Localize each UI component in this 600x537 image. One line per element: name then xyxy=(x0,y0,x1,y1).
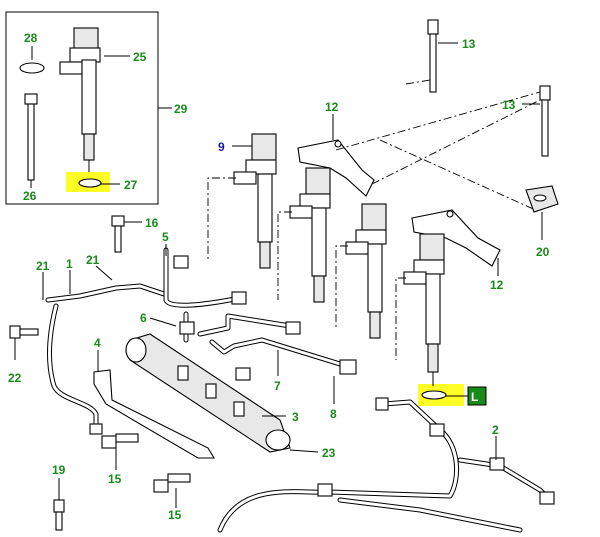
bracket-4 xyxy=(93,369,215,459)
callout-12-upper: 12 xyxy=(325,100,339,114)
injector-b xyxy=(345,203,387,339)
callout-2: 2 xyxy=(492,423,499,437)
seal-18 xyxy=(421,390,447,400)
pipe-6 xyxy=(179,311,301,343)
bolt-15-upper xyxy=(101,433,139,449)
callout-13-left: 13 xyxy=(462,37,476,51)
bolt-15-lower xyxy=(153,473,191,493)
injector-25 xyxy=(59,27,101,172)
bolt-13-right xyxy=(539,85,551,157)
callout-4: 4 xyxy=(94,336,101,350)
callout-12-lower: 12 xyxy=(490,278,504,292)
callout-16: 16 xyxy=(145,216,159,230)
callout-6: 6 xyxy=(140,311,147,325)
callout-9: 9 xyxy=(218,140,225,154)
clamp-12-upper xyxy=(297,139,375,197)
seal-27 xyxy=(78,178,102,188)
callout-19: 19 xyxy=(52,463,66,477)
injector-9 xyxy=(233,133,277,269)
bolt-13-left xyxy=(427,19,439,93)
return-pipe-2 xyxy=(217,397,555,533)
callout-28: 28 xyxy=(24,31,38,45)
callout-15-lower: 15 xyxy=(168,508,182,522)
callout-21-right: 21 xyxy=(86,253,100,267)
injector-c xyxy=(403,233,445,386)
callout-labels: 28 25 29 26 27 13 13 12 12 9 16 20 5 21 … xyxy=(8,31,550,522)
callout-8: 8 xyxy=(330,407,337,421)
callout-1: 1 xyxy=(66,257,73,271)
callout-26: 26 xyxy=(23,189,37,203)
callout-22: 22 xyxy=(8,371,22,385)
callout-5: 5 xyxy=(162,230,169,244)
callout-29: 29 xyxy=(174,102,188,116)
callout-21-left: 21 xyxy=(36,259,50,273)
callout-13-right: 13 xyxy=(502,98,516,112)
pipe-5 xyxy=(163,247,247,308)
callout-20: 20 xyxy=(536,245,550,259)
callout-3: 3 xyxy=(292,410,299,424)
bolt-19 xyxy=(53,499,65,531)
callout-27: 27 xyxy=(124,178,138,192)
bracket-20 xyxy=(525,185,559,213)
pipe-7 xyxy=(209,337,357,381)
bolt-16 xyxy=(111,215,125,253)
leak-off-pipe-1 xyxy=(45,283,167,435)
reference-marker-icon: L xyxy=(467,386,487,406)
fuel-rail-3 xyxy=(125,333,291,453)
svg-text:L: L xyxy=(471,390,478,404)
callout-23: 23 xyxy=(322,446,336,460)
callout-7: 7 xyxy=(274,379,281,393)
injector-a xyxy=(289,167,331,303)
callout-25: 25 xyxy=(133,50,147,64)
bolt-22 xyxy=(9,325,39,339)
callout-15-upper: 15 xyxy=(108,472,122,486)
o-ring-28 xyxy=(19,62,45,74)
